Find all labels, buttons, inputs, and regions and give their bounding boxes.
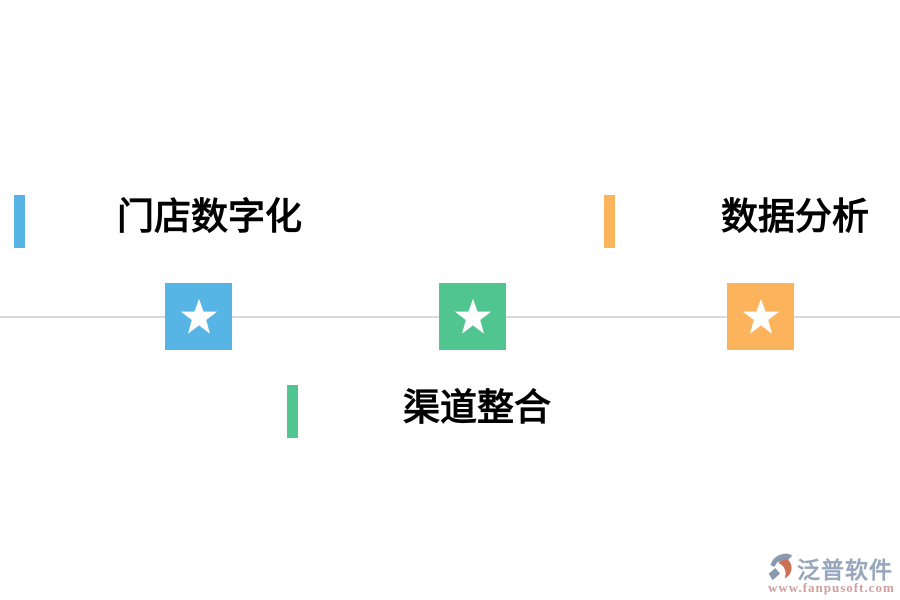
feature-label-data: 数据分析 (721, 196, 869, 237)
star-icon (742, 298, 779, 334)
feature-label-store: 门店数字化 (117, 196, 302, 237)
accent-bar-data (604, 195, 615, 248)
footer-watermark: 泛普软件 www.fanpusoft.com (764, 549, 896, 597)
brand-name: 泛普软件 (797, 557, 893, 583)
star-icon (180, 298, 217, 334)
milestone-marker-store (165, 283, 232, 350)
feature-label-channel: 渠道整合 (403, 387, 551, 428)
fanpu-logo-icon (768, 553, 793, 581)
accent-bar-channel (287, 385, 298, 438)
accent-bar-store (14, 195, 25, 248)
milestone-marker-channel (439, 283, 506, 350)
brand-url: www.fanpusoft.com (768, 580, 895, 595)
star-icon (454, 298, 491, 334)
milestone-marker-data (727, 283, 794, 350)
